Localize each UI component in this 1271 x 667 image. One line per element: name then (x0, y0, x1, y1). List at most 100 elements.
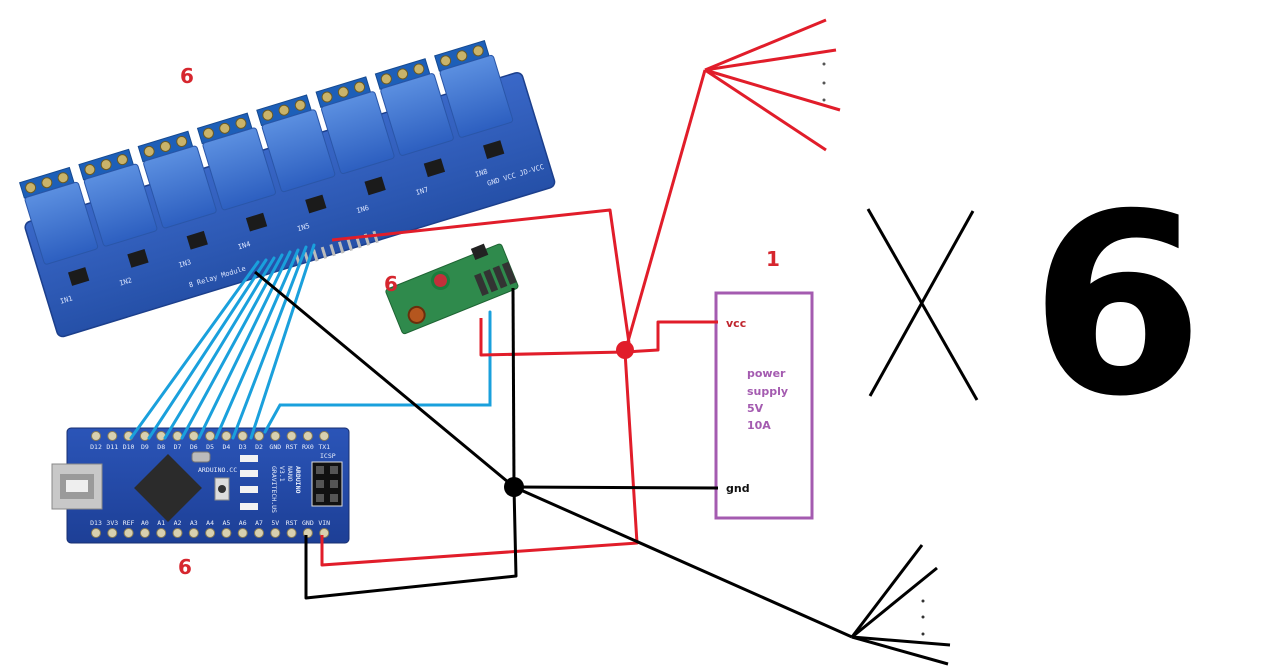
nano-pin-label: D13 (90, 519, 102, 527)
nano-pin (221, 431, 232, 441)
nano-pin-label: VIN (318, 519, 330, 527)
relay-unit (315, 76, 395, 196)
nano-pin-label: A6 (239, 519, 247, 527)
relay-input-label: IN8 (474, 168, 488, 179)
nano-pin-label: RST (286, 443, 298, 451)
signal-wire-7 (231, 245, 308, 440)
nano-pin-label: RX0 (302, 443, 314, 451)
nano-pin-label: A3 (190, 519, 198, 527)
gnd-junction-node (504, 477, 524, 497)
rf-receiver-module (385, 243, 519, 335)
nano-pin (237, 528, 248, 538)
relay-input-label: IN7 (415, 186, 429, 197)
vcc-fanout-1 (704, 18, 827, 72)
vcc-fanout-ellipsis (822, 62, 826, 102)
relay-unit (196, 112, 276, 232)
ps-desc-line-4: 10A (747, 419, 771, 432)
rf-gnd-wire (511, 287, 516, 488)
nano-pin (156, 528, 167, 538)
arduino-cc-label: ARDUINO.CC (198, 466, 237, 474)
nano-pin (91, 528, 101, 538)
relay-input-label: IN2 (118, 276, 132, 287)
relay-unit (256, 94, 336, 214)
rf-pins (474, 261, 517, 296)
signal-wire-4 (180, 253, 284, 440)
nano-pin-label: D12 (90, 443, 102, 451)
rf-chip (470, 243, 489, 260)
relay-unit (434, 39, 514, 159)
nano-pin (205, 431, 216, 441)
nano-pin (237, 431, 248, 441)
vcc-fanout-4 (704, 68, 827, 152)
rf-trimmer (430, 271, 450, 291)
svg-text:V3.1: V3.1 (278, 466, 286, 482)
nano-pin (91, 431, 101, 441)
nano-pin (270, 431, 281, 441)
ps-desc-line-1: power (747, 367, 786, 380)
psu-vcc-wire (624, 320, 718, 354)
nano-pin-label: A5 (222, 519, 230, 527)
nano-pin (107, 431, 118, 441)
header-pin (355, 236, 362, 249)
svg-text:NANO: NANO (286, 466, 294, 482)
relay-input-label: IN1 (59, 294, 73, 305)
tx-led (240, 455, 258, 462)
vcc-fanout-3 (704, 68, 841, 112)
relay-input-label: IN3 (178, 258, 192, 269)
relay-quantity-label: 6 (180, 64, 194, 88)
nano-pin (172, 528, 183, 538)
gnd-fanout-1 (850, 544, 924, 638)
nano-pin-label: GND (302, 519, 314, 527)
relay-units (19, 39, 514, 286)
rf-quantity-label: 6 (384, 272, 398, 296)
nano-gnd-wire (304, 486, 518, 600)
relay-unit (78, 148, 158, 268)
nano-pin-label: D6 (190, 443, 198, 451)
reset-button-cap (218, 485, 226, 493)
nano-pin-label: REF (123, 519, 135, 527)
vcc-fanout-2 (704, 48, 837, 72)
rf-inductor (407, 305, 426, 324)
relay-unit (19, 166, 99, 286)
nano-pin (302, 431, 313, 441)
icsp-header (311, 461, 343, 507)
psu-gnd-wire (513, 485, 719, 490)
signal-wire-2 (147, 258, 268, 440)
nano-pin (286, 528, 297, 538)
rf-data-wire (263, 310, 492, 434)
header-pin (337, 241, 345, 254)
relay-module: 8 Relay Module IN1IN2IN3IN4IN5IN6IN7IN8 … (19, 39, 556, 338)
usb-connector (51, 463, 103, 510)
nano-pin-label: D2 (255, 443, 263, 451)
nano-pin-label: D3 (239, 443, 247, 451)
svg-text:ARDUINO: ARDUINO (294, 466, 302, 493)
header-pin (329, 243, 336, 257)
nano-pin (172, 431, 183, 441)
nano-board-text: ARDUINO NANO V3.1 GRAVITECH.US (270, 466, 302, 513)
icsp-label: ICSP (320, 452, 336, 460)
nano-pin-label: A0 (141, 519, 149, 527)
rf-pcb (385, 243, 519, 335)
nano-pin-label: GND (269, 443, 281, 451)
relay-unit (137, 130, 217, 250)
nano-pin (221, 528, 232, 538)
microcontroller-chip (134, 454, 202, 522)
ps-desc-line-2: supply (747, 385, 788, 398)
svg-text:GRAVITECH.US: GRAVITECH.US (270, 466, 278, 513)
nano-pin-label: A2 (174, 519, 182, 527)
signal-wire-1 (129, 260, 260, 440)
nano-pin (188, 431, 199, 441)
header-pin (372, 230, 379, 244)
vcc-junction-node (616, 341, 634, 359)
nano-pin-label: D7 (174, 443, 182, 451)
nano-pin-label: A1 (157, 519, 165, 527)
crystal (191, 451, 211, 463)
nano-pin (286, 431, 297, 441)
nano-pin-label: 3V3 (106, 519, 118, 527)
multiply-symbol (866, 208, 979, 401)
nano-pin (205, 528, 216, 538)
nano-pin (107, 528, 118, 538)
